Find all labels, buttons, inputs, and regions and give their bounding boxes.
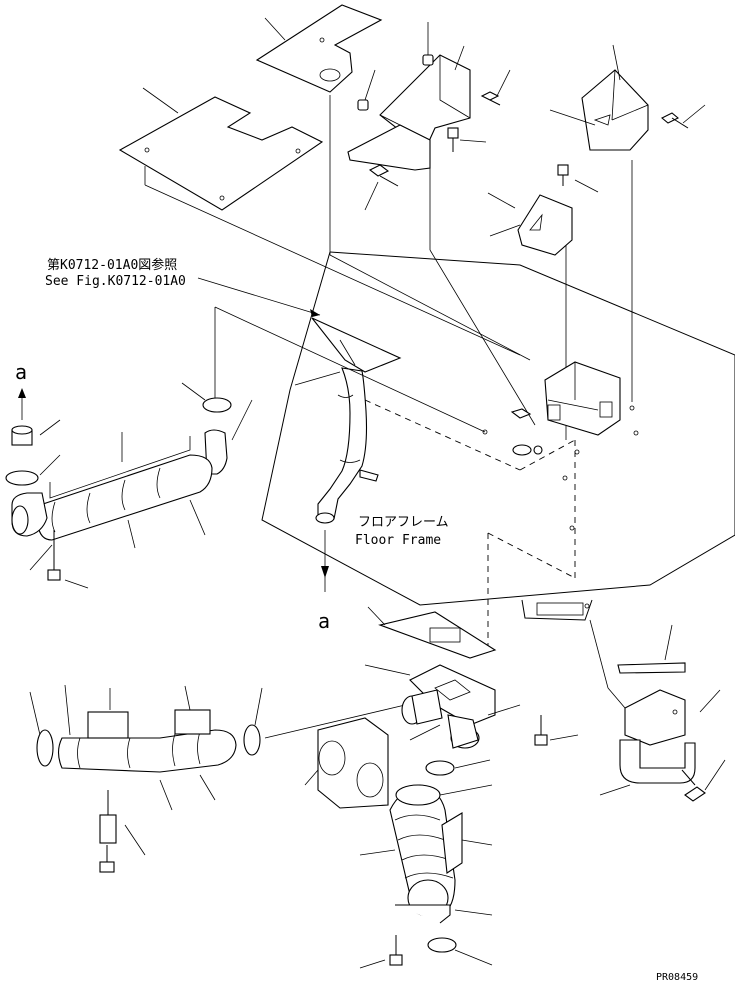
reference-callout: 第K0712-01A0図参照 See Fig.K0712-01A0: [45, 257, 321, 317]
relay-box: [510, 361, 621, 456]
lower-right-bracket: [589, 619, 726, 802]
view-marker-center: a: [318, 530, 330, 633]
cover-bracket-right: [549, 44, 706, 402]
floor-frame-label: フロアフレーム Floor Frame: [355, 515, 449, 548]
duct-cover-assembly: [347, 22, 536, 426]
air-duct-vertical: [294, 317, 402, 524]
lower-center-duct: [304, 606, 579, 969]
view-marker-label: a: [15, 360, 27, 384]
reference-label-en: See Fig.K0712-01A0: [45, 274, 186, 289]
drawing-code: PR08459: [656, 972, 698, 982]
reference-label-jp: 第K0712-01A0図参照: [47, 257, 177, 273]
small-cover: [487, 164, 599, 440]
floor-frame-label-en: Floor Frame: [355, 533, 441, 548]
floor-frame-outline: [261, 251, 735, 650]
view-marker-label: a: [318, 609, 330, 633]
bolt-icon: [357, 54, 501, 187]
lower-left-duct: [29, 684, 406, 873]
view-marker-left: a: [15, 360, 27, 420]
floor-cover-plate: [118, 87, 521, 356]
top-plate: [255, 4, 531, 361]
left-duct-assembly: [5, 306, 486, 589]
floor-frame-label-jp: フロアフレーム: [358, 515, 449, 530]
